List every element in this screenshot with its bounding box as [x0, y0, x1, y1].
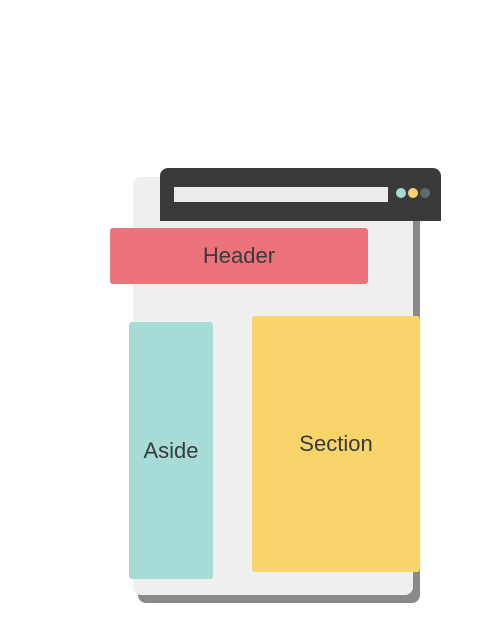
header-block: Header [110, 228, 368, 284]
section-block: Section [252, 316, 420, 572]
window-dot-2-icon [408, 188, 418, 198]
window-dot-1-icon [396, 188, 406, 198]
address-bar [174, 187, 388, 202]
browser-toolbar [160, 168, 441, 221]
aside-block: Aside [129, 322, 213, 579]
window-dot-3-icon [420, 188, 430, 198]
